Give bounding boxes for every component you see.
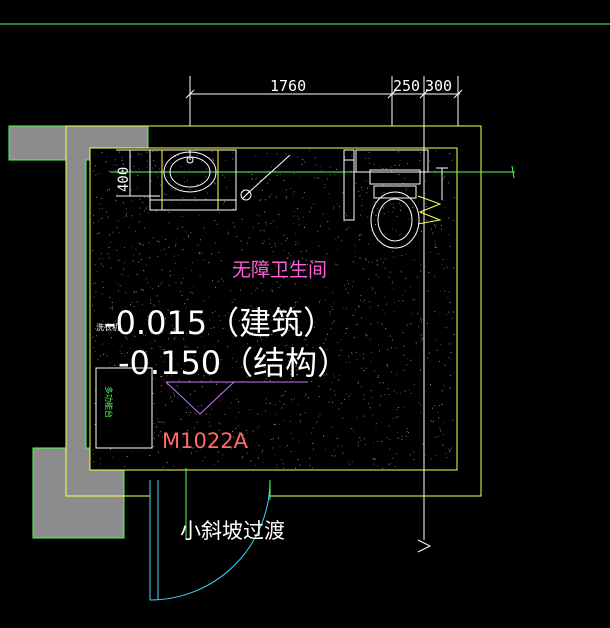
small-label-left: 洗衣机 bbox=[96, 322, 120, 332]
dim-300: 300 bbox=[425, 77, 452, 95]
box-label: 多功能台 bbox=[104, 386, 114, 418]
elevation-architecture: -0.015（建筑） bbox=[104, 304, 335, 342]
inner-lines bbox=[89, 148, 458, 470]
room-name: 无障卫生间 bbox=[232, 259, 327, 281]
toilet-icon bbox=[369, 167, 448, 249]
floor-drain-icon bbox=[240, 154, 291, 201]
elevation-structure: -0.150（结构） bbox=[118, 344, 349, 382]
door-swing-icon bbox=[149, 479, 271, 601]
ramp-note: 小斜坡过渡 bbox=[180, 519, 285, 543]
multifunction-table: 多功能台 bbox=[95, 367, 153, 449]
dimension-lines bbox=[116, 76, 463, 197]
elevation-marker-icon bbox=[165, 381, 308, 415]
dim-1760: 1760 bbox=[270, 77, 306, 95]
door-tag: M1022A bbox=[162, 429, 249, 453]
right-axis bbox=[417, 126, 432, 553]
dim-250: 250 bbox=[393, 77, 420, 95]
grab-bar-icon bbox=[343, 149, 429, 221]
floor-pattern bbox=[92, 150, 455, 469]
dim-400: 400 bbox=[116, 167, 132, 192]
sink-icon bbox=[149, 149, 237, 211]
